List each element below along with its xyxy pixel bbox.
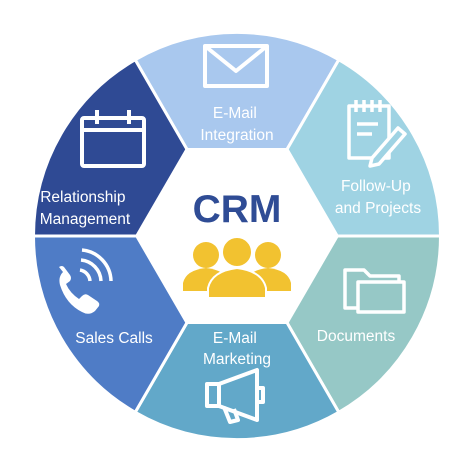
label-email-integration: E-Mail Integration <box>200 105 273 144</box>
label-relationship: Relationship Management <box>40 189 131 228</box>
crm-title: CRM <box>193 188 282 231</box>
calendar-icon <box>80 110 146 168</box>
label-follow-up-line2: and Projects <box>335 200 421 217</box>
envelope-icon <box>203 44 269 88</box>
label-email-marketing: E-Mail Marketing <box>203 330 271 368</box>
people-group-icon <box>183 236 291 299</box>
segment-email-integration <box>133 30 341 239</box>
label-documents: Documents <box>317 328 396 345</box>
label-sales-calls: Sales Calls <box>75 330 153 347</box>
label-relationship-line1: Relationship <box>40 189 125 206</box>
label-documents-line1: Documents <box>317 328 396 345</box>
label-follow-up: Follow-Up and Projects <box>335 178 421 217</box>
label-email-integration-line2: Integration <box>200 127 273 144</box>
notepad-pencil-icon <box>347 100 407 168</box>
label-email-marketing-line1: E-Mail <box>213 330 257 347</box>
label-follow-up-line1: Follow-Up <box>341 178 411 195</box>
folder-icon <box>343 268 406 314</box>
segment-email-marketing <box>133 233 341 442</box>
label-email-marketing-line2: Marketing <box>203 351 271 368</box>
label-sales-calls-line1: Sales Calls <box>75 330 153 347</box>
megaphone-icon <box>205 368 265 424</box>
label-email-integration-line1: E-Mail <box>213 105 257 122</box>
phone-icon <box>59 248 113 314</box>
label-relationship-line2: Management <box>40 211 131 228</box>
